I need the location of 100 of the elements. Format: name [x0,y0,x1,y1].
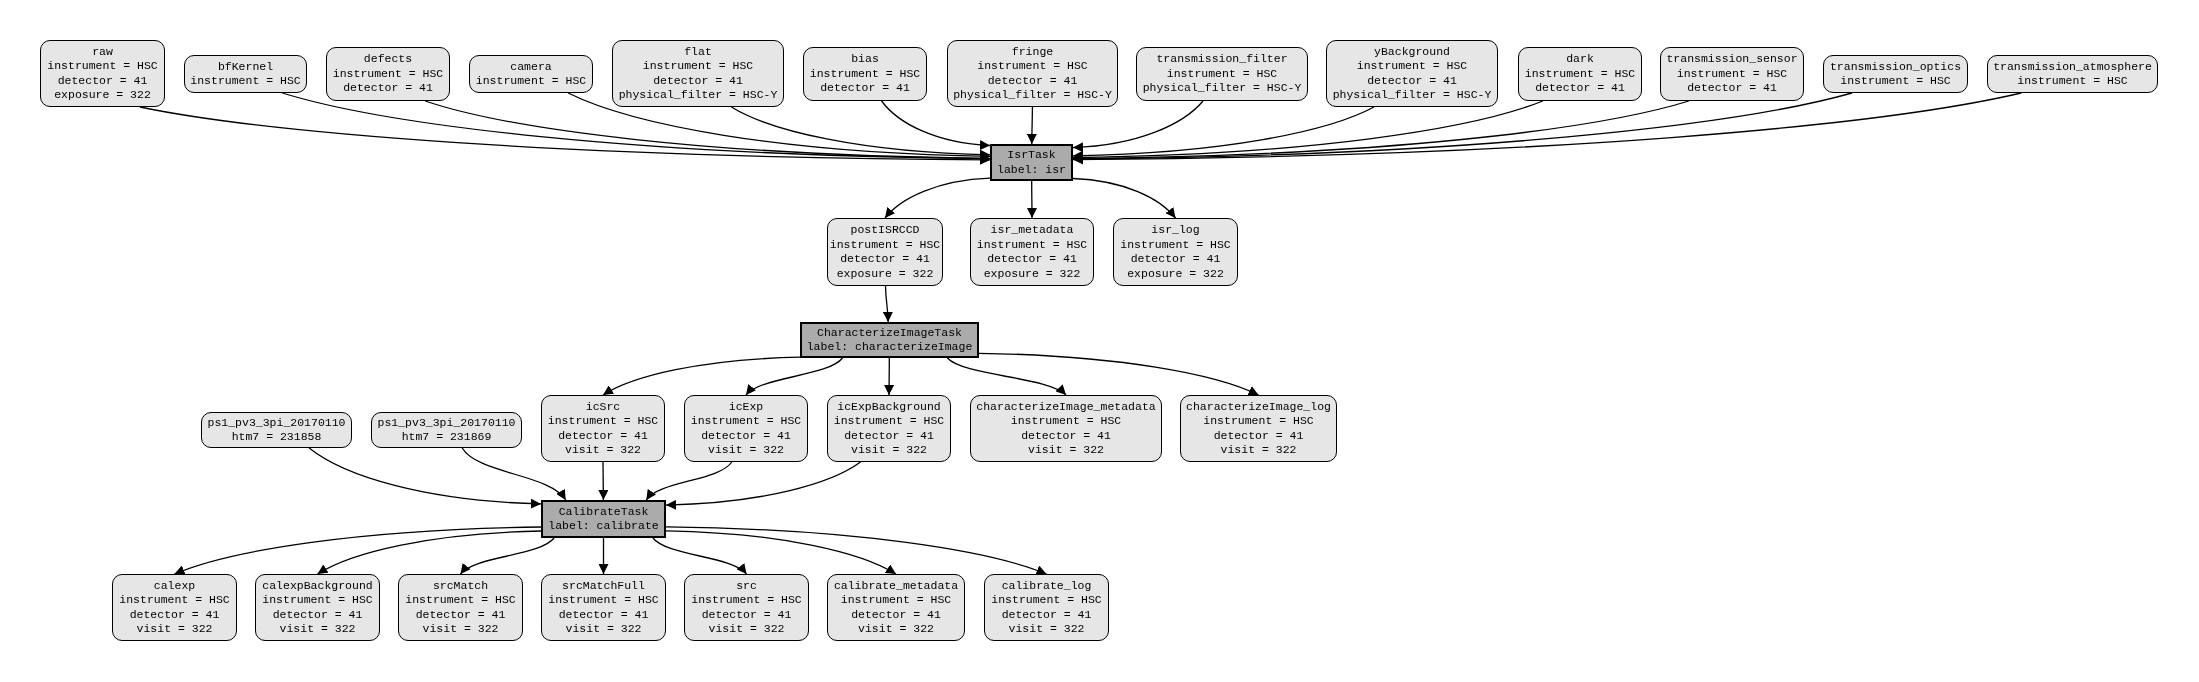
arrow [745,357,844,396]
node-attribute: exposure = 322 [983,266,1081,281]
node-title: postISRCCD [850,223,920,238]
node-attribute: instrument = HSC [547,414,659,429]
dataset-box [112,574,237,641]
node-attribute: instrument = HSC [475,74,587,89]
node-title: CalibrateTask [558,504,649,519]
node-attribute: htm7 = 231869 [401,430,492,445]
node-attribute: instrument = HSC [829,237,941,252]
node-attribute: detector = 41 [1021,428,1111,443]
dataset-box [1823,55,1968,93]
node-title: srcMatchFull [562,578,645,593]
node-attribute: instrument = HSC [190,74,301,89]
node-attribute: detector = 41 [840,252,930,267]
dataset-box [469,55,593,93]
node-title: isr_metadata [990,223,1074,238]
arrow [884,357,895,396]
dataset-box [684,395,808,462]
node-attribute: exposure = 322 [54,88,151,103]
node-attribute: exposure = 322 [836,266,934,281]
arrow [1072,92,2022,165]
node-attribute: detector = 41 [343,81,433,96]
node-title: dark [1566,52,1594,67]
node-title: calexp [153,578,196,593]
node-title: calexpBackground [262,578,373,593]
dataset-box [947,40,1118,107]
node-attribute: visit = 322 [1028,443,1104,458]
node-title: ps1_pv3_3pi_20170110 [377,415,516,430]
node-attribute: visit = 322 [422,622,499,637]
node-title: bias [851,52,879,67]
task-box [541,500,666,538]
dataset-box [371,412,522,448]
node-attribute: exposure = 322 [1127,266,1224,281]
node-attribute: instrument = HSC [1524,66,1636,82]
dataset-box [684,574,809,641]
dataset-box [803,47,927,101]
task-label: label: calibrate [548,519,659,534]
dataset-box [827,574,965,641]
node-attribute: instrument = HSC [840,593,952,608]
arrow [602,356,801,396]
arrow [598,537,609,575]
dataset-box [1660,47,1804,101]
node-attribute: instrument = HSC [691,593,802,608]
node-attribute: visit = 322 [565,443,641,458]
node-title: raw [92,44,113,59]
node-attribute: detector = 41 [701,607,792,622]
node-attribute: instrument = HSC [332,66,444,82]
dataset-box [827,395,951,462]
dataset-box [1180,395,1337,462]
arrow [316,530,542,575]
arrow [1026,106,1037,145]
dataset-box [255,574,380,641]
node-title: icExpBackground [837,399,941,414]
node-attribute: visit = 322 [708,622,785,637]
node-title: characterizeImage_log [1186,399,1331,414]
node-title: icSrc [585,399,621,414]
node-attribute: detector = 41 [987,73,1078,88]
node-attribute: instrument = HSC [119,593,230,608]
node-attribute: visit = 322 [708,443,784,458]
node-attribute: detector = 41 [1130,252,1221,267]
arrow [139,106,991,165]
task-box [990,144,1073,181]
node-title: yBackground [1374,44,1450,59]
node-attribute: visit = 322 [136,622,213,637]
node-attribute: instrument = HSC [809,66,921,82]
task-box [800,322,979,358]
dataset-box [1326,40,1498,107]
arrow [665,530,897,575]
node-attribute: instrument = HSC [1120,237,1231,252]
node-attribute: visit = 322 [1008,622,1085,637]
dataset-box [201,412,352,448]
node-title: transmission_sensor [1666,52,1798,67]
dataset-box [398,574,523,641]
node-attribute: instrument = HSC [262,593,373,608]
arrow [1072,100,1204,152]
node-attribute: instrument = HSC [976,237,1088,252]
arrow [665,526,1048,576]
node-title: isr_log [1151,223,1200,238]
node-title: transmission_filter [1156,52,1288,67]
arrow [652,537,748,575]
node-title: characterizeImage_metadata [976,399,1156,414]
task-label: label: characterizeImage [806,340,973,355]
node-title: icExp [728,399,764,414]
node-attribute: detector = 41 [57,73,148,88]
arrow [308,447,542,509]
node-title: defects [363,52,413,67]
dataset-box [541,395,665,462]
node-attribute: physical_filter = HSC-Y [1142,81,1302,96]
dataset-box [1113,218,1238,286]
dataset-box [970,395,1162,462]
node-title: camera [510,59,552,74]
dataset-box [984,574,1109,641]
node-attribute: instrument = HSC [833,414,945,429]
node-title: ps1_pv3_3pi_20170110 [207,415,346,430]
dataset-box [541,574,666,641]
dataset-box [326,47,450,101]
node-attribute: instrument = HSC [1356,59,1468,74]
node-attribute: detector = 41 [701,428,791,443]
node-attribute: physical_filter = HSC-Y [1332,88,1492,103]
arrow [882,285,893,323]
